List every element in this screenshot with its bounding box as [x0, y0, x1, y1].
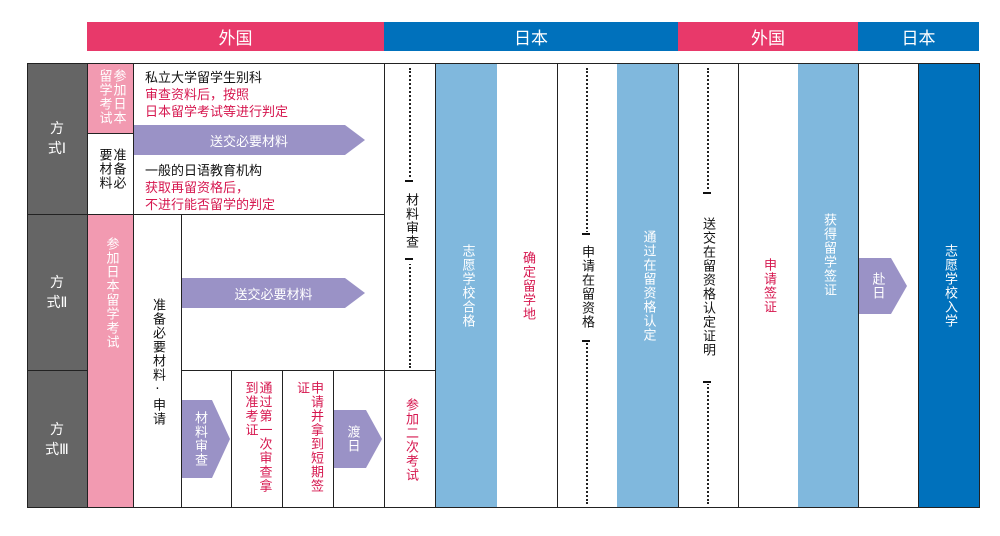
get-visa-text: 获得留学签证: [821, 213, 836, 297]
method-1-exam-text: 参加日本留学考试: [96, 69, 126, 125]
header-foreign-1: 外国: [87, 22, 384, 51]
method-1-exam-box: 参加日本留学考试: [88, 63, 133, 133]
general-school-note-1: 获取再留资格后，: [145, 181, 250, 196]
pass-text: 志愿学校合格: [459, 243, 475, 328]
header-foreign-2: 外国: [678, 22, 858, 51]
method-3-admit-card: 通过第一次审查拿到准考证: [231, 372, 282, 508]
doc-review-label: 材料审查: [399, 178, 421, 264]
arrow-shape-4: [334, 410, 382, 468]
method-3-text: 方式Ⅲ: [45, 421, 69, 458]
grid-m1-split: [88, 133, 133, 134]
send-cert-bracket-top: [703, 192, 711, 194]
method-2-exam-text: 参加日本留学考试: [103, 237, 119, 349]
method-2-prepare-apply: 准备必要材料·申请: [133, 215, 181, 508]
grid-v-0: [27, 63, 28, 508]
status-approved-column: 通过在留资格认定: [617, 63, 678, 508]
method-1-send-docs-arrow: 送交必要材料: [133, 125, 365, 155]
header-japan-2: 日本: [858, 22, 979, 51]
status-approved-text: 通过在留资格认定: [640, 229, 656, 342]
grid-v-9: [557, 63, 558, 508]
grid-v-1: [87, 63, 88, 508]
arrow-shape-2: [182, 278, 365, 308]
method-2-exam-box: 参加日本留学考试: [88, 215, 133, 371]
method-1-prepare-box: 准备必要材料: [88, 134, 133, 214]
grid-row-2-left: [27, 370, 87, 371]
grid-v-5: [282, 371, 283, 508]
method-2-prepare-apply-text: 准备必要材料·申请: [150, 297, 165, 426]
doc-review-text: 材料审查: [403, 193, 418, 249]
method-3-second-exam: 参加二次考试: [385, 372, 435, 508]
grid-v-12: [858, 63, 859, 508]
method-2-send-docs-label: 送交必要材料: [234, 287, 313, 303]
method-1-general-block: 一般的日语教育机构 获取再留资格后， 不进行能否留学的判定: [145, 163, 380, 214]
get-visa-column: 获得留学签证: [798, 63, 858, 508]
enroll-column: 志愿学校入学: [919, 63, 979, 508]
method-3-doc-review-arrow: 材料审查: [182, 400, 230, 478]
send-cert-bracket-bottom: [703, 381, 711, 383]
general-school-title: 一般的日语教育机构: [145, 164, 263, 179]
grid-v-2: [133, 63, 134, 508]
method-1-prepare-text: 准备必要材料: [96, 148, 126, 190]
method-2-text: 方式Ⅱ: [46, 274, 68, 311]
grid-v-8: [435, 63, 436, 508]
grid-v-13: [918, 63, 919, 508]
apply-status-bracket-top: [582, 233, 590, 235]
header-japan-1: 日本: [384, 22, 678, 51]
arrow-shape-5: [859, 258, 907, 314]
method-3-second-exam-text: 参加二次考试: [403, 398, 418, 482]
header-japan-1-label: 日本: [514, 29, 548, 49]
private-school-title: 私立大学留学生别科: [145, 71, 263, 86]
method-1-send-docs-label: 送交必要材料: [209, 134, 288, 150]
method-2-send-docs-arrow: 送交必要材料: [182, 278, 365, 308]
method-3-doc-review-text: 材料审查: [192, 411, 207, 467]
go-japan-arrow: 赴日: [859, 258, 907, 314]
method-1-text: 方式Ⅰ: [47, 120, 67, 157]
method-3-go-japan-text: 渡日: [344, 425, 360, 453]
confirm-text: 确定留学地: [520, 250, 535, 321]
arrow-shape-1: [133, 125, 365, 155]
grid-v-7: [384, 63, 385, 508]
grid-row-2-right: [181, 370, 436, 371]
apply-status-label: 申请在留资格: [575, 232, 597, 342]
grid-top: [27, 63, 979, 64]
send-cert-text: 送交在留资格认定证明: [700, 217, 715, 357]
method-3-go-japan-arrow: 渡日: [334, 410, 382, 468]
grid-bottom: [27, 507, 979, 508]
arrow-shape-3: [182, 400, 230, 478]
method-3-label: 方式Ⅲ: [27, 371, 87, 508]
doc-review-bracket-top: [405, 180, 413, 182]
doc-review-bracket-bottom: [405, 258, 413, 260]
private-school-note-1: 审查资料后，按照: [145, 88, 250, 103]
method-3-short-visa: 申请并拿到短期签证: [283, 372, 333, 508]
go-japan-text: 赴日: [869, 272, 885, 300]
apply-visa-text: 申请签证: [761, 257, 776, 314]
send-cert-label: 送交在留资格认定证明: [696, 190, 718, 384]
header-japan-2-label: 日本: [901, 29, 936, 49]
general-school-note-2: 不进行能否留学的判定: [145, 198, 276, 213]
enroll-text: 志愿学校入学: [942, 243, 957, 328]
method-3-admit-card-text: 通过第一次审查拿到准考证: [242, 381, 272, 493]
grid-v-14: [979, 63, 980, 508]
header-foreign-1-label: 外国: [218, 29, 253, 49]
method-1-private-block: 私立大学留学生别科 审查资料后，按照 日本留学考试等进行判定: [145, 70, 380, 121]
method-2-label: 方式Ⅱ: [27, 215, 87, 370]
grid-row-1: [27, 214, 385, 215]
grid-v-4: [231, 371, 232, 508]
method-3-short-visa-text: 申请并拿到短期签证: [294, 381, 323, 493]
confirm-column: 确定留学地: [497, 63, 557, 508]
grid-v-10: [678, 63, 679, 508]
grid-v-3: [181, 215, 182, 508]
method-3-exam-box-extension: [88, 371, 133, 508]
apply-visa-column: 申请签证: [738, 63, 798, 508]
method-1-label: 方式Ⅰ: [27, 63, 87, 214]
pass-column: 志愿学校合格: [436, 63, 497, 508]
apply-status-bracket-bottom: [582, 340, 590, 342]
apply-status-text: 申请在留资格: [579, 245, 594, 329]
private-school-note-2: 日本留学考试等进行判定: [145, 105, 289, 120]
grid-v-11: [738, 63, 739, 508]
header-foreign-2-label: 外国: [751, 29, 785, 49]
grid-v-6: [333, 371, 334, 508]
